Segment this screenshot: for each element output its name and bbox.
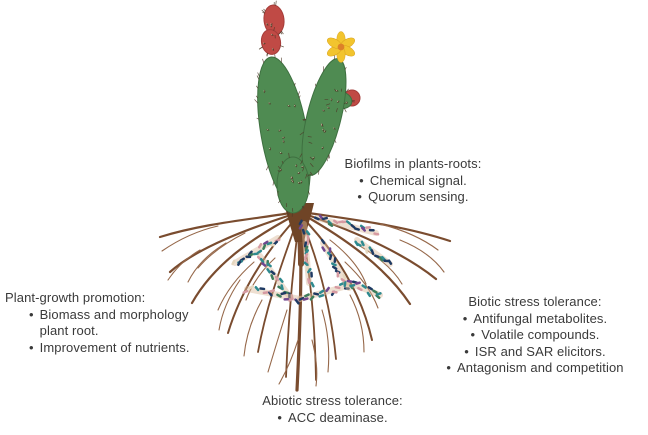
bullet-dot: • bbox=[359, 172, 364, 188]
cactus-spines bbox=[254, 0, 355, 217]
bullet-text: Chemical signal. bbox=[369, 172, 467, 188]
bullet-text: Volatile compounds. bbox=[481, 327, 600, 342]
cactus-plant bbox=[257, 4, 361, 214]
bullet-item: • Quorum sensing. bbox=[328, 189, 498, 206]
annotation-biotic-bullets: •Antifungal metabolites.•Volatile compou… bbox=[422, 311, 648, 377]
bullet-text: Antagonism and competition bbox=[457, 360, 624, 375]
bullet-item: • Volatile compounds. bbox=[422, 327, 648, 344]
annotation-abiotic: Abiotic stress tolerance: • ACC deaminase… bbox=[240, 393, 425, 426]
bullet-dot: • bbox=[29, 306, 34, 322]
bullet-dot: • bbox=[464, 343, 469, 359]
annotation-abiotic-bullets: • ACC deaminase. bbox=[240, 410, 425, 427]
bullet-item: • Antagonism and competition bbox=[422, 360, 648, 377]
bullet-text: Quorum sensing. bbox=[368, 189, 469, 204]
bullet-item: • Biomass and morphology plant root. bbox=[5, 307, 207, 340]
bullet-item: • ACC deaminase. bbox=[240, 410, 425, 427]
bullet-dot: • bbox=[277, 409, 282, 425]
annotation-biofilms-bullets: • Chemical signal. • Quorum sensing. bbox=[328, 173, 498, 206]
biofilm-clusters bbox=[231, 214, 393, 305]
bullet-text: Antifungal metabolites. bbox=[473, 310, 608, 326]
annotation-plant-growth: Plant-growth promotion: • Biomass and mor… bbox=[5, 290, 207, 356]
annotation-plant-growth-bullets: • Biomass and morphology plant root. • Impr… bbox=[5, 307, 207, 357]
annotation-biofilms: Biofilms in plants-roots: • Chemical sign… bbox=[328, 156, 498, 206]
annotation-biotic-title: Biotic stress tolerance: bbox=[468, 294, 602, 309]
bullet-dot: • bbox=[462, 310, 468, 326]
bullet-dot: • bbox=[470, 327, 476, 342]
bullet-item: • Antifungal metabolites. bbox=[422, 311, 648, 328]
bullet-text: ACC deaminase. bbox=[287, 409, 388, 425]
bullet-dot: • bbox=[446, 360, 451, 375]
bullet-item: • Improvement of nutrients. bbox=[5, 340, 207, 357]
bullet-dot: • bbox=[29, 339, 34, 355]
annotation-biofilms-title: Biofilms in plants-roots: bbox=[344, 156, 482, 171]
annotation-biotic: Biotic stress tolerance: •Antifungal met… bbox=[422, 294, 648, 377]
annotation-plant-growth-title: Plant-growth promotion: bbox=[5, 290, 146, 305]
bullet-text: Biomass and morphology plant root. bbox=[39, 306, 189, 339]
bullet-dot: • bbox=[357, 189, 363, 204]
bullet-text: ISR and SAR elicitors. bbox=[474, 343, 606, 359]
bullet-text: Improvement of nutrients. bbox=[39, 339, 190, 355]
bullet-item: • Chemical signal. bbox=[328, 173, 498, 190]
bullet-item: • ISR and SAR elicitors. bbox=[422, 344, 648, 361]
annotation-abiotic-title: Abiotic stress tolerance: bbox=[262, 393, 403, 408]
